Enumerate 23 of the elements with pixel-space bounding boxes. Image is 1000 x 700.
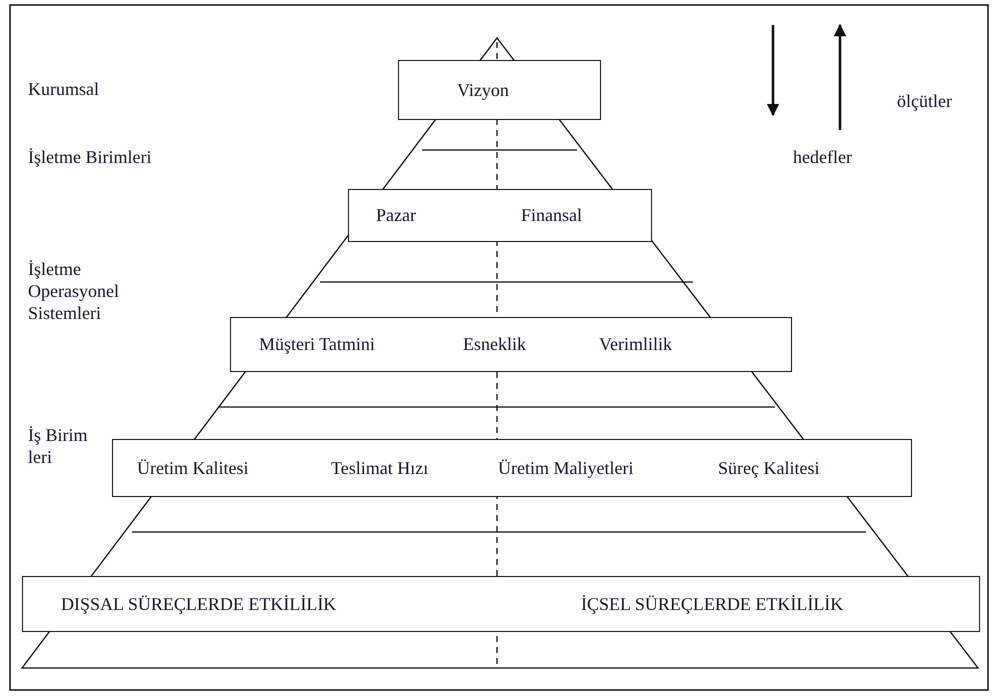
metric-text: Verimlilik (599, 334, 672, 354)
metric-text: Üretim Maliyetleri (498, 458, 634, 478)
metric-text: Teslimat Hızı (331, 458, 428, 478)
level-label: Kurumsal (28, 78, 99, 100)
metric-text: Finansal (521, 205, 582, 225)
level-label: hedefler (793, 146, 852, 168)
metric-text: Pazar (376, 205, 416, 225)
metric-text: DIŞSAL SÜREÇLERDE ETKİLİLİK (61, 594, 336, 614)
level-box (398, 60, 601, 120)
metric-text: Vizyon (457, 80, 509, 100)
level-box (22, 576, 980, 632)
metric-text: Müşteri Tatmini (259, 334, 375, 354)
level-box (230, 317, 792, 372)
metric-text: Süreç Kalitesi (718, 458, 820, 478)
level-label: ölçütler (897, 90, 952, 112)
metric-text: Esneklik (463, 334, 526, 354)
metric-text: İÇSEL SÜREÇLERDE ETKİLİLİK (581, 594, 844, 614)
metric-text: Üretim Kalitesi (137, 458, 248, 478)
level-box (112, 439, 912, 497)
level-box (348, 189, 652, 242)
level-label: İşletme Birimleri (28, 146, 152, 168)
level-label: İşletme Operasyonel Sistemleri (28, 258, 120, 324)
level-label: İş Birim leri (28, 424, 88, 468)
